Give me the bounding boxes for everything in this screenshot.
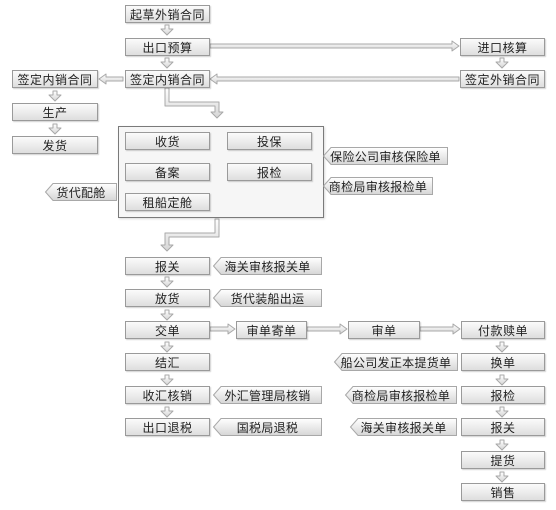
receive-goods-node[interactable]: 收货 [125, 132, 210, 150]
forex-bureau-tag: 外汇管理局核销 [212, 386, 322, 404]
submit-documents-node[interactable]: 交单 [125, 321, 210, 339]
arrow-down [160, 341, 174, 353]
shipment-node[interactable]: 发货 [12, 136, 98, 154]
forex-bureau-label: 外汇管理局核销 [224, 388, 311, 403]
commodity-inspection-group-label: 商检局审核报检单 [328, 179, 428, 194]
arrow-down [495, 406, 509, 418]
draft-export-contract-node[interactable]: 起草外销合同 [125, 5, 210, 23]
customs-review-right-tag: 海关审核报关单 [349, 418, 457, 436]
commodity-inspection-right-tag: 商检局审核报检单 [344, 386, 457, 404]
insure-node[interactable]: 投保 [227, 132, 312, 150]
forwarder-loading-tag: 货代装船出运 [212, 289, 322, 307]
customs-review-left-tag: 海关审核报关单 [212, 257, 322, 275]
sign-domestic-contract-center-node[interactable]: 签定内销合同 [125, 70, 210, 88]
arrow-down [160, 406, 174, 418]
commodity-inspection-group-tag: 商检局审核报检单 [322, 177, 433, 195]
arrow-right [209, 40, 460, 52]
tax-bureau-tag: 国税局退税 [212, 418, 322, 436]
forwarder-allocation-label: 货代配舱 [56, 185, 106, 200]
production-node[interactable]: 生产 [12, 103, 98, 121]
arrow-left [98, 73, 124, 85]
forex-verification-node[interactable]: 收汇核销 [125, 386, 210, 404]
arrow-right [306, 323, 348, 335]
review-send-documents-node[interactable]: 审单寄单 [236, 321, 307, 339]
elbow-arrow [160, 218, 220, 252]
arrow-down [160, 374, 174, 386]
arrow-down [495, 471, 509, 483]
customs-review-right-label: 海关审核报关单 [360, 420, 447, 435]
pick-up-goods-node[interactable]: 提货 [461, 451, 545, 469]
tax-bureau-label: 国税局退税 [236, 420, 299, 435]
arrow-down [495, 439, 509, 451]
shipping-company-bill-label: 船公司发正本提货单 [340, 355, 452, 370]
customs-declaration-right-node[interactable]: 报关 [461, 418, 545, 436]
arrow-right [209, 323, 236, 335]
arrow-right [419, 323, 461, 335]
customs-review-left-label: 海关审核报关单 [224, 259, 311, 274]
release-goods-node[interactable]: 放货 [125, 289, 210, 307]
forwarder-allocation-tag: 货代配舱 [44, 183, 117, 201]
sign-export-contract-node[interactable]: 签定外销合同 [460, 70, 545, 88]
insurance-review-label: 保险公司审核保险单 [330, 149, 441, 164]
filing-node[interactable]: 备案 [125, 163, 210, 181]
export-budget-node[interactable]: 出口预算 [125, 38, 210, 56]
arrow-down [160, 276, 174, 288]
forwarder-loading-label: 货代装船出运 [230, 291, 305, 306]
arrow-down [495, 57, 509, 69]
arrow-down [160, 57, 174, 69]
inspection-declaration-group-node[interactable]: 报检 [227, 163, 312, 181]
arrow-down [495, 374, 509, 386]
inspection-declaration-right-node[interactable]: 报检 [461, 386, 545, 404]
arrow-left [209, 73, 460, 85]
elbow-arrow [164, 87, 224, 119]
commodity-inspection-right-label: 商检局审核报检单 [351, 388, 451, 403]
customs-declaration-node[interactable]: 报关 [125, 257, 210, 275]
arrow-down [48, 90, 62, 102]
settle-exchange-node[interactable]: 结汇 [125, 353, 210, 371]
arrow-down [160, 309, 174, 321]
arrow-down [160, 24, 174, 36]
shipping-company-bill-tag: 船公司发正本提货单 [333, 353, 458, 371]
sales-node[interactable]: 销售 [461, 483, 545, 501]
sign-domestic-contract-left-node[interactable]: 签定内销合同 [12, 70, 98, 88]
review-documents-node[interactable]: 审单 [348, 321, 420, 339]
export-tax-refund-node[interactable]: 出口退税 [125, 418, 210, 436]
arrow-down [48, 123, 62, 135]
insurance-review-tag: 保险公司审核保险单 [322, 147, 448, 165]
exchange-bill-node[interactable]: 换单 [461, 353, 545, 371]
payment-redeem-documents-node[interactable]: 付款赎单 [461, 321, 545, 339]
import-accounting-node[interactable]: 进口核算 [460, 38, 545, 56]
arrow-down [495, 341, 509, 353]
book-shipping-space-node[interactable]: 租船定舱 [125, 193, 210, 211]
